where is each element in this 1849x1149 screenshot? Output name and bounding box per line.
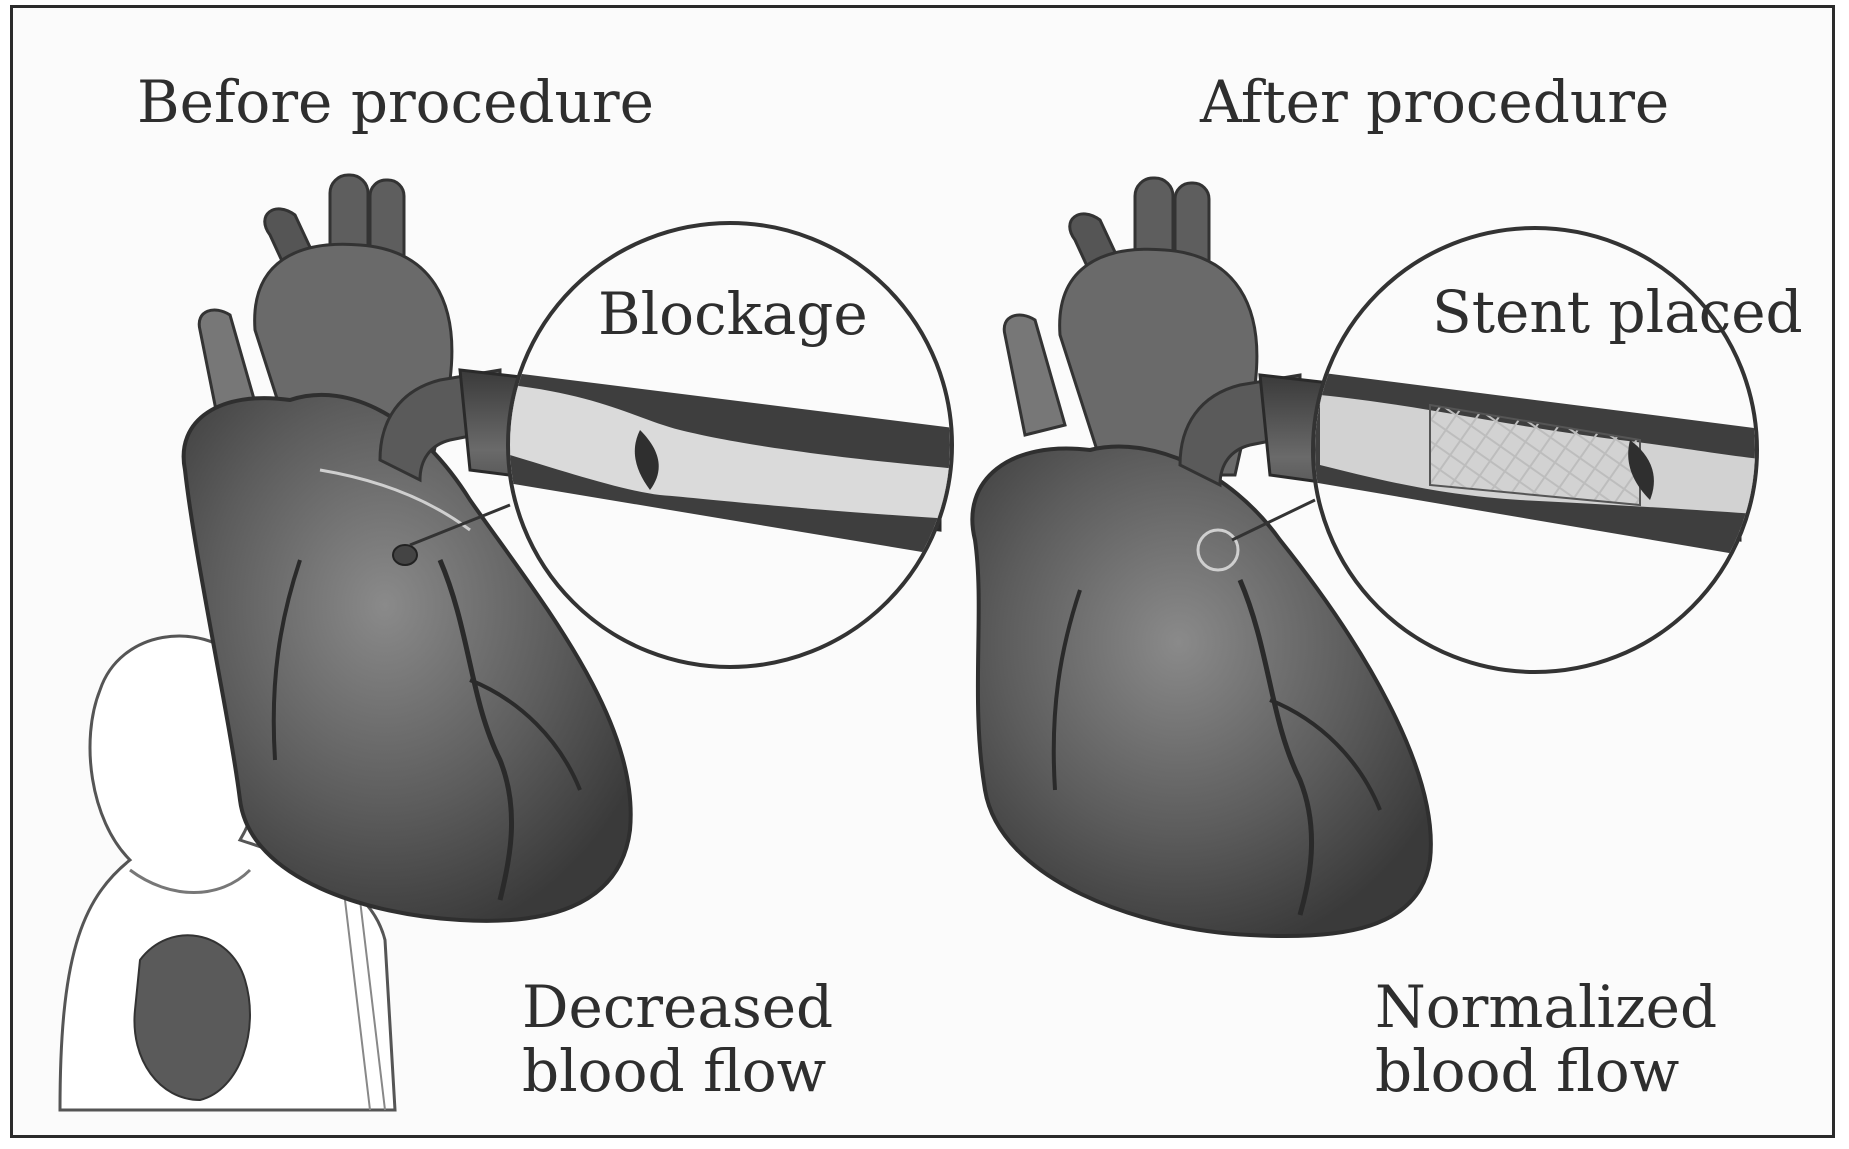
- decreased-flow-line2: blood flow: [522, 1039, 833, 1103]
- decreased-flow-line1: Decreased: [522, 975, 833, 1039]
- after-procedure-title: After procedure: [1200, 70, 1669, 134]
- normalized-flow-line2: blood flow: [1375, 1039, 1717, 1103]
- decreased-flow-label: Decreased blood flow: [522, 975, 833, 1103]
- blockage-label: Blockage: [598, 282, 868, 346]
- stent-placed-label: Stent placed: [1432, 280, 1803, 344]
- normalized-flow-line1: Normalized: [1375, 975, 1717, 1039]
- before-procedure-title: Before procedure: [137, 70, 654, 134]
- normalized-flow-label: Normalized blood flow: [1375, 975, 1717, 1103]
